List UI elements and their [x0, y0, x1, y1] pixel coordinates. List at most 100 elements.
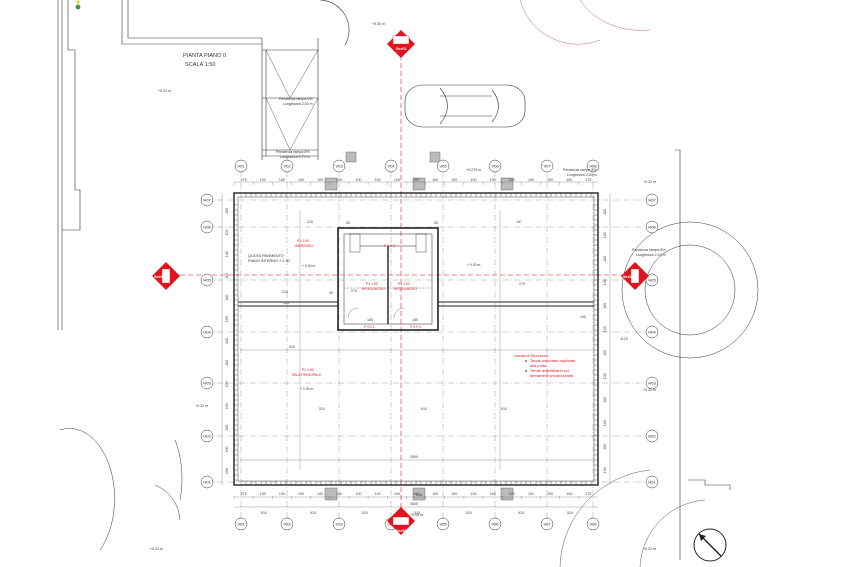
ramp-note-small-1: Pendenza rampa 8% — [276, 150, 310, 154]
exit-item-1b: alla porta — [530, 363, 547, 368]
dim-bottom-15: 100 — [528, 492, 534, 496]
dim-top-12: 100 — [470, 178, 476, 182]
section-marker-bottom: Sez01 — [387, 507, 415, 535]
section-marker-top-label: Sez01 — [396, 47, 407, 51]
dim-top-15: 100 — [528, 178, 534, 182]
dim-top-9: 100 — [413, 178, 419, 182]
axis-bubble-top-v02: V02 — [280, 159, 294, 173]
dim-top-2: 100 — [279, 178, 285, 182]
dim-bottom-14: 100 — [509, 492, 515, 496]
dim-bottom-11: 100 — [451, 492, 457, 496]
dim-right-9: 100 — [603, 420, 607, 426]
dim-left-4: 100 — [225, 295, 229, 301]
dim-left-8: 100 — [225, 381, 229, 387]
axis-bubble-bottom-v01: V01 — [234, 517, 248, 531]
axis-bubble-top-v08-label: V08 — [589, 164, 597, 169]
dim-interior-17: 1124 — [620, 337, 628, 341]
entrance-name: INGRESSO — [295, 244, 313, 248]
entrance-code: P1 1.00 — [297, 239, 309, 243]
dim-interior-14: 30 — [434, 221, 438, 225]
axis-bubble-right-h01: H01 — [645, 475, 659, 489]
dim-interior-2: 165 — [367, 318, 373, 322]
axis-bubble-left-h01-label: H01 — [203, 480, 211, 485]
axis-bubble-top-v08: V08 — [586, 159, 600, 173]
dim-bottom-10: 100 — [432, 492, 438, 496]
dim-bottom-16: 100 — [547, 492, 553, 496]
level-left-mid: +0.22 m — [195, 404, 208, 408]
axis-bubble-bottom-v08-label: V08 — [589, 522, 597, 527]
room-right-name: SPOGLIATOIO — [394, 287, 417, 291]
ramp-note-topright-2: Lunghezza 2,20 m — [567, 173, 597, 177]
axis-bubble-right-h07-label: H07 — [648, 198, 656, 203]
floor-note-level: + 0.30 m — [302, 264, 315, 268]
axis-bubble-bottom-v01-label: V01 — [237, 522, 245, 527]
dim-bottom-8: 100 — [394, 492, 400, 496]
dim-axis-spacing-5: 510 — [518, 511, 524, 515]
room-labels: P1 1.00 SPOGLIATOIO P1 1.00 SPOGLIATOIO … — [292, 239, 421, 377]
level-right-bottom: +0.22 m — [643, 388, 656, 392]
dim-right-3: 100 — [603, 279, 607, 285]
axis-bubble-top-v07-label: V07 — [543, 164, 551, 169]
level-right-top: +0.22 m — [643, 180, 656, 184]
axis-bubble-left-h07: H07 — [200, 193, 214, 207]
glazing-ticks — [234, 193, 598, 485]
dim-axis-spacing-0: 510 — [261, 511, 267, 515]
dim-bottom-total: 3600 — [410, 502, 418, 506]
dim-top-14: 100 — [509, 178, 515, 182]
level-inside-left: + 0.30 m — [300, 387, 313, 391]
axis-bubble-right-h02-label: H02 — [648, 434, 656, 439]
axis-bubble-top-v06-label: V06 — [491, 164, 499, 169]
dim-axis-spacing-4: 510 — [466, 511, 472, 515]
axis-bubble-right-h03-label: H03 — [648, 381, 656, 386]
axis-bubble-top-v04-label: V04 — [387, 164, 395, 169]
axis-bubble-top-v07: V07 — [540, 159, 554, 173]
axis-bubble-top-v06: V06 — [488, 159, 502, 173]
dim-left-5: 100 — [225, 316, 229, 322]
axis-bubble-bottom-v07: V07 — [540, 517, 554, 531]
axis-bubble-bottom-v02: V02 — [280, 517, 294, 531]
axis-bubble-left-h02: H02 — [200, 429, 214, 443]
room-right-code: P1 1.00 — [398, 282, 410, 286]
hall-code: P1 1.00 — [302, 368, 314, 372]
axis-bubble-bottom-v03: V03 — [332, 517, 346, 531]
dim-bottom-17: 100 — [566, 492, 572, 496]
dim-top-4: 100 — [317, 178, 323, 182]
axis-bubble-bottom-v08: V08 — [586, 517, 600, 531]
dim-top-8: 100 — [394, 178, 400, 182]
drawing-scale: SCALA 1:50 — [185, 62, 215, 68]
ramp-note-right-2: Lunghezza 2,20 m — [636, 253, 666, 257]
dim-right-1: 100 — [603, 232, 607, 238]
north-arrow-icon — [693, 528, 727, 562]
dim-bottom-0: 275 — [241, 492, 247, 496]
dim-interior-4: 270 — [351, 289, 357, 293]
axis-bubble-left-h06: H06 — [200, 220, 214, 234]
axis-bubble-top-v03: V03 — [332, 159, 346, 173]
dim-interior-16: 145 — [580, 315, 586, 319]
axis-bubble-right-h02: H02 — [645, 429, 659, 443]
ramp-note-topright-1: Pendenza rampa 8% — [563, 168, 597, 172]
exit-item-1a: Tende oscuranti applicate — [530, 358, 576, 363]
dim-top-18: 275 — [585, 178, 591, 182]
wc-tag: P 0.0 2 — [384, 244, 395, 248]
dim-top-10: 100 — [432, 178, 438, 182]
axis-bubble-right-h04: H04 — [645, 325, 659, 339]
exit-item-2a: Tende antinfiltranti sui — [530, 368, 569, 373]
dim-top-0: 275 — [241, 178, 247, 182]
room-left-name: SPOGLIATOIO — [362, 287, 385, 291]
dim-left-6: 100 — [225, 338, 229, 344]
dim-bottom-1: 100 — [260, 492, 266, 496]
axis-bubble-bottom-v03-label: V03 — [335, 522, 343, 527]
dim-interior-12: 510 — [421, 407, 427, 411]
dim-bottom-18: 275 — [585, 492, 591, 496]
dim-interior-11: 510 — [501, 407, 507, 411]
ramp-note-right-1: Pendenza rampa 8% — [632, 248, 666, 252]
axis-bubble-bottom-v06-label: V06 — [491, 522, 499, 527]
dim-axis-spacing-3: 510 — [414, 511, 420, 515]
level-bottom-left: +0.22 m — [150, 547, 163, 551]
dim-interior-1: 315 — [282, 290, 288, 294]
